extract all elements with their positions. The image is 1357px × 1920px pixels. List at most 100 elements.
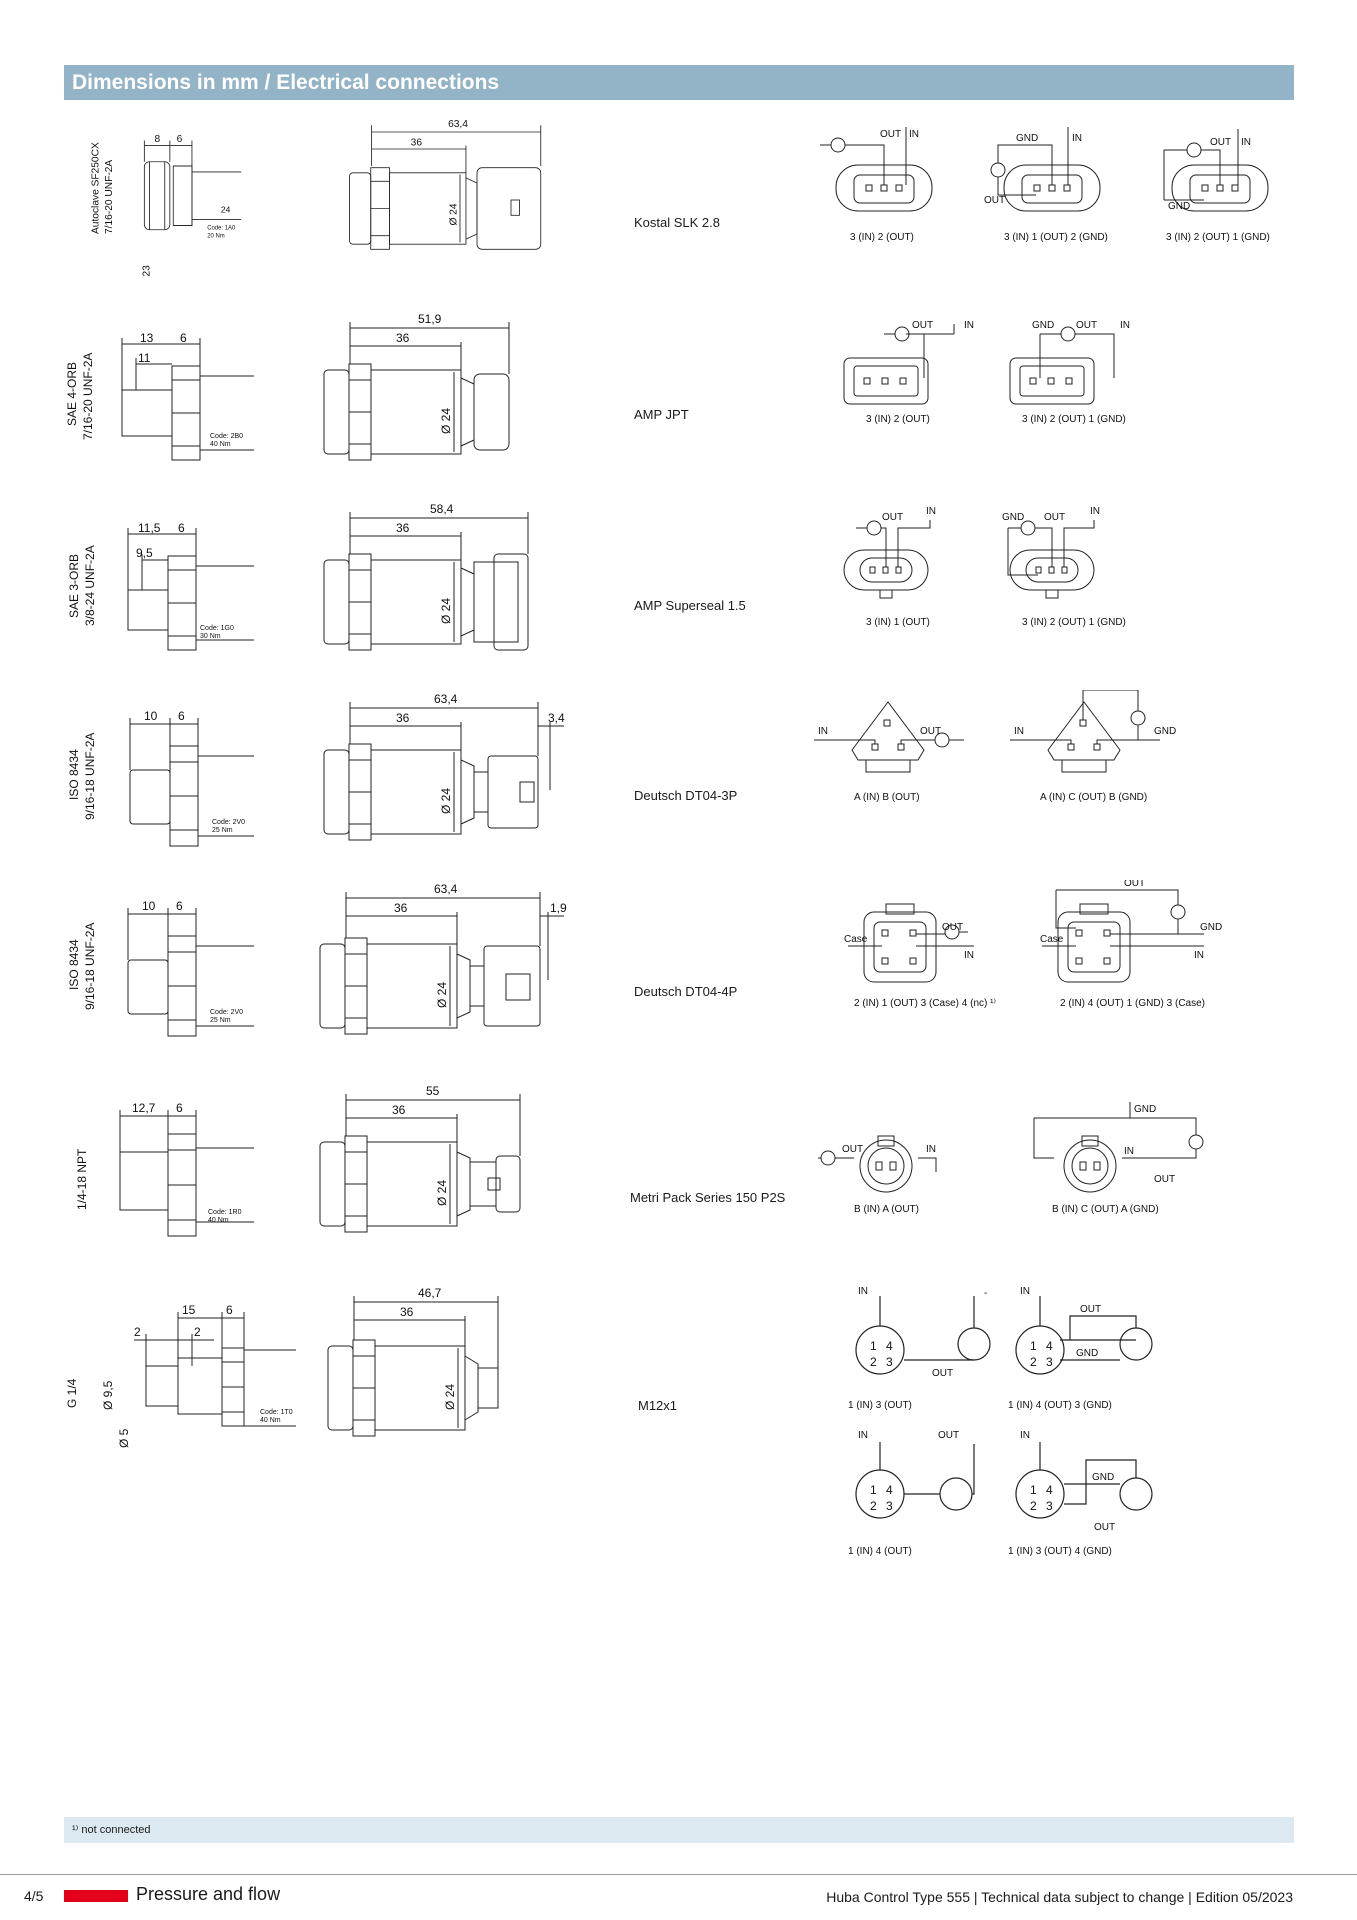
body-diameter: Ø 24 (435, 1180, 449, 1206)
pin-1: 1 (870, 1483, 877, 1497)
pin-4: 4 (1046, 1483, 1053, 1497)
row-amp-jpt: 13 6 11 Code: 2B0 40 Nm SAE 4-ORB 7/16-2… (64, 310, 1294, 480)
label-out: OUT (1080, 1304, 1101, 1315)
label-out: OUT (920, 726, 941, 737)
thread-drawing: 10 6 Code: 2V0 25 Nm ISO 8434 9/16-18 UN… (67, 709, 254, 847)
code-label: Code: 1T0 (260, 1409, 293, 1416)
label-in: IN (1241, 137, 1251, 148)
label-in: IN (1072, 133, 1082, 144)
torque-label: 40 Nm (260, 1417, 281, 1424)
body-diameter: Ø 24 (439, 788, 453, 814)
thread-drawing: 15 6 2 2 Ø 9,5 Ø 5 Code: 1T0 40 Nm G 1/4 (65, 1303, 296, 1448)
row-deutsch-4p: 10 6 Code: 2V0 25 Nm ISO 8434 9/16-18 UN… (64, 880, 1294, 1050)
label-in: IN (1020, 1430, 1030, 1441)
brand-accent-bar (64, 1890, 128, 1902)
label-in: IN (818, 726, 828, 737)
label-gnd: GND (1032, 320, 1054, 331)
thread-name-1: ISO 8434 (67, 939, 81, 990)
label-gnd: GND (1016, 133, 1038, 144)
label-out: OUT (1154, 1174, 1175, 1185)
dim-b: 6 (180, 331, 187, 345)
pinout-text: 3 (IN) 2 (OUT) (850, 232, 914, 243)
pin-3: 3 (1046, 1355, 1053, 1369)
pinout-diagrams: 1 4 2 3 IN - OUT 1 (IN) 3 (OUT) 1 4 2 3 … (848, 1286, 1153, 1557)
label-gnd: GND (1200, 922, 1222, 933)
thread-name-1: G 1/4 (65, 1378, 79, 1408)
dim-extra: Ø 9,5 (101, 1380, 115, 1410)
body-length: 36 (392, 1103, 406, 1117)
code-label: Code: 2V0 (212, 819, 245, 826)
label-in: IN (909, 129, 919, 140)
dim-a: 11,5 (138, 521, 161, 535)
body-diameter: Ø 24 (439, 408, 453, 434)
pinout-text: B (IN) C (OUT) A (GND) (1052, 1204, 1159, 1215)
row-m12: 15 6 2 2 Ø 9,5 Ø 5 Code: 1T0 40 Nm G 1/4… (64, 1284, 1294, 1584)
body-diameter: Ø 24 (449, 203, 460, 225)
torque-label: 40 Nm (208, 1217, 229, 1224)
label-out: OUT (938, 1430, 959, 1441)
label-out: OUT (912, 320, 933, 331)
label-out: OUT (942, 922, 963, 933)
label-case: Case (1040, 934, 1064, 945)
label-gnd: GND (1168, 201, 1190, 212)
label-gnd: GND (1134, 1104, 1156, 1115)
thread-name-2: 7/16-20 UNF-2A (104, 160, 115, 234)
label-out: OUT (1124, 880, 1145, 889)
code-label: Code: 1G0 (200, 625, 234, 632)
pin-2: 2 (1030, 1355, 1037, 1369)
label-out: OUT (882, 512, 903, 523)
label-in: IN (1014, 726, 1024, 737)
thread-name-2: 7/16-20 UNF-2A (81, 353, 95, 440)
pinout-text: 3 (IN) 1 (OUT) 2 (GND) (1004, 232, 1108, 243)
label-out: OUT (1094, 1522, 1115, 1533)
code-label: Code: 1R0 (208, 1209, 242, 1216)
body-diameter: Ø 24 (435, 982, 449, 1008)
pinout-diagrams: IN OUT A (IN) B (OUT) IN GND A (IN) C (O… (814, 690, 1176, 803)
dia-label: 23 (141, 265, 152, 277)
pin-2: 2 (870, 1499, 877, 1513)
label-in: IN (926, 1144, 936, 1155)
thread-name-2: 3/8-24 UNF-2A (83, 545, 97, 626)
pinout-diagrams: OUT IN 3 (IN) 1 (OUT) GND OUT IN 3 (IN) … (843, 506, 1126, 628)
total-length: 63,4 (434, 882, 458, 896)
pinout-text: 3 (IN) 2 (OUT) (866, 414, 930, 425)
label-gnd: GND (1076, 1348, 1098, 1359)
label-out: OUT (1044, 512, 1065, 523)
pin-3: 3 (886, 1355, 893, 1369)
thread-name-2: 9/16-18 UNF-2A (83, 733, 97, 820)
pinout-text: 1 (IN) 4 (OUT) (848, 1546, 912, 1557)
body-length: 36 (411, 138, 423, 149)
connector-name: Deutsch DT04-3P (634, 788, 738, 803)
torque-label: 20 Nm (207, 233, 225, 239)
side-drawing: 63,4 36 3,4 Ø 24 (323, 692, 565, 841)
dim-b: 6 (178, 709, 185, 723)
label-out: OUT (1076, 320, 1097, 331)
dim-extra: 3,4 (548, 711, 565, 725)
thread-drawing: 8 6 24 23 Code: 1A0 20 Nm Autoclave SF25… (90, 134, 242, 277)
connector-name: Metri Pack Series 150 P2S (630, 1190, 786, 1205)
pinout-text: 1 (IN) 3 (OUT) 4 (GND) (1008, 1546, 1112, 1557)
pin-3: 3 (1046, 1499, 1053, 1513)
thread-drawing: 12,7 6 Code: 1R0 40 Nm 1/4-18 NPT (75, 1101, 254, 1237)
dim-inner: 2 (134, 1325, 141, 1339)
footer-info: Huba Control Type 555 | Technical data s… (826, 1889, 1293, 1905)
thread-name-1: ISO 8434 (67, 749, 81, 800)
thread-name-2: 9/16-18 UNF-2A (83, 923, 97, 1010)
side-drawing: 63,4 36 Ø 24 (349, 119, 542, 250)
body-diameter: Ø 24 (443, 1384, 457, 1410)
row-amp-superseal: 11,5 6 9,5 Code: 1G0 30 Nm SAE 3-ORB 3/8… (64, 500, 1294, 670)
section-title: Dimensions in mm / Electrical connection… (72, 71, 500, 94)
label-in: IN (1020, 1286, 1030, 1297)
label-out: OUT (1210, 137, 1231, 148)
dim-a: 15 (182, 1303, 196, 1317)
body-length: 36 (400, 1305, 414, 1319)
label-gnd: GND (1002, 512, 1024, 523)
label-in: IN (964, 950, 974, 961)
thread-name-1: 1/4-18 NPT (75, 1148, 89, 1210)
dim-inner: 9,5 (136, 546, 153, 560)
body-diameter: Ø 24 (439, 598, 453, 624)
pinout-text: 2 (IN) 4 (OUT) 1 (GND) 3 (Case) (1060, 998, 1205, 1009)
connector-name: M12x1 (638, 1398, 678, 1413)
pin-4: 4 (886, 1339, 893, 1353)
side-drawing: 46,7 36 Ø 24 (327, 1286, 499, 1437)
